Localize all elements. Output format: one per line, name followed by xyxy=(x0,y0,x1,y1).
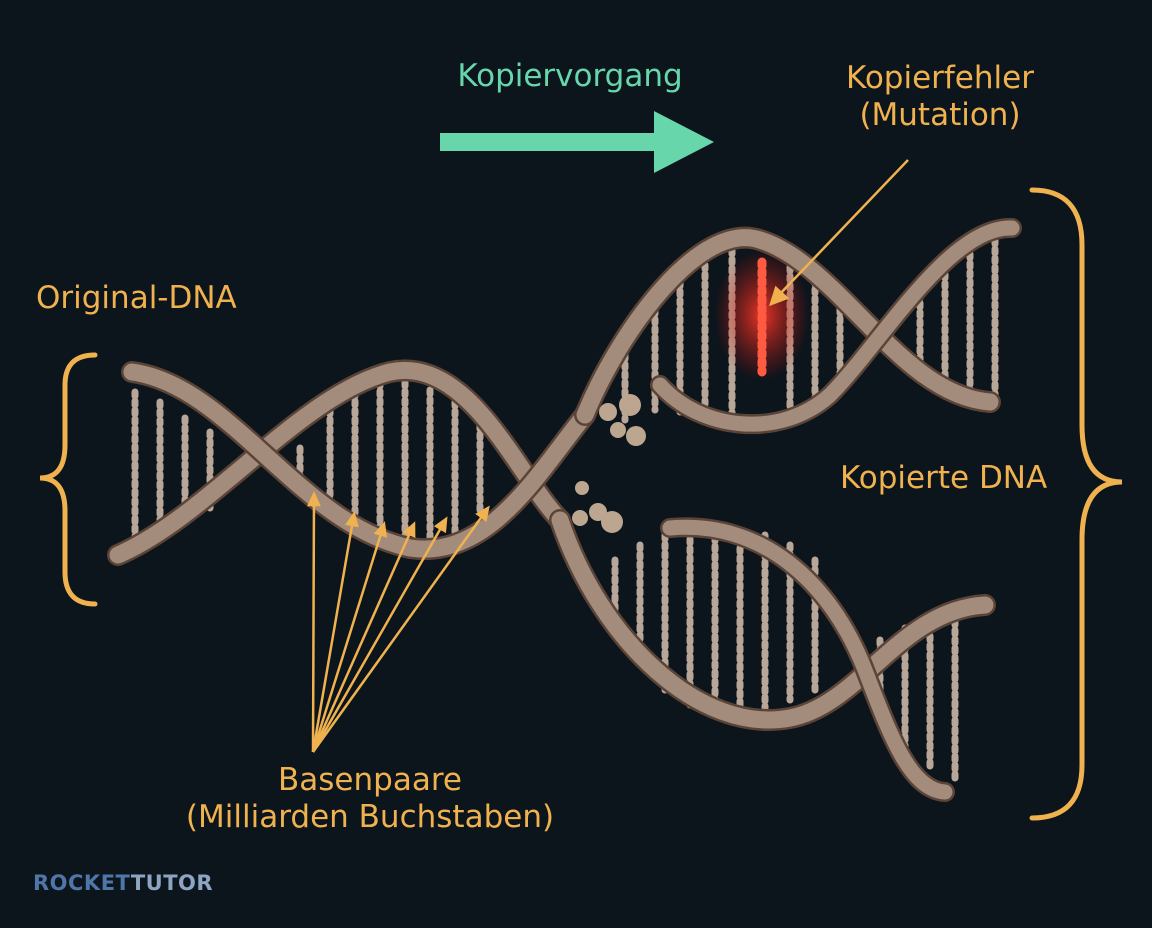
copied-lower-strand-b-highlight xyxy=(662,519,953,800)
rocket-tutor-logo: ROCKETTUTOR xyxy=(33,871,213,895)
base-pair-pointer-head xyxy=(402,521,416,539)
mutation-label: Kopierfehler (Mutation) xyxy=(805,60,1075,133)
base-pair-pointer xyxy=(311,507,490,753)
base-pair-pointer xyxy=(311,523,386,753)
base-pairs-label-line1: Basenpaare xyxy=(278,762,462,798)
base-pair-pointer-head xyxy=(433,516,448,534)
logo-part-rocket: ROCKET xyxy=(33,871,131,895)
original-brace xyxy=(39,352,98,607)
copied-lower-strand-a-highlight xyxy=(551,511,994,729)
dna-strands xyxy=(107,218,1022,802)
copied-dna-label: Kopierte DNA xyxy=(840,460,1048,496)
base-pair-pointer-head xyxy=(475,505,490,522)
base-pair-pointer xyxy=(311,513,356,753)
process-label: Kopiervorgang xyxy=(457,58,683,94)
logo-part-tutor: TUTOR xyxy=(130,871,214,895)
original-dna-label: Original-DNA xyxy=(36,280,237,316)
process-arrow xyxy=(440,111,714,173)
copied-upper-strand-b-highlight xyxy=(652,220,1020,432)
base-pair-pointer-head xyxy=(307,490,321,507)
base-pair-pointer xyxy=(311,518,448,753)
base-pair-pointer xyxy=(311,523,416,753)
free-nucleotides xyxy=(572,394,646,533)
copied-upper-strand-a-highlight xyxy=(576,229,999,424)
base-pair-pointer-head xyxy=(373,521,387,538)
base-pair-pointer xyxy=(311,493,316,753)
annotation-brackets xyxy=(39,187,1123,821)
base-pair-pointer-head xyxy=(345,511,359,528)
mutation-label-line1: Kopierfehler xyxy=(846,60,1034,96)
pointer-lines xyxy=(307,159,909,753)
base-pairs-label: Basenpaare (Milliarden Buchstaben) xyxy=(170,762,570,835)
base-pairs-label-line2: (Milliarden Buchstaben) xyxy=(185,798,555,835)
copied-brace xyxy=(1029,187,1123,821)
original-strand-b-highlight xyxy=(123,363,594,558)
mutation-site xyxy=(714,249,810,381)
original-strand-a-highlight xyxy=(109,361,569,564)
mutation-label-line2: (Mutation) xyxy=(859,96,1021,133)
